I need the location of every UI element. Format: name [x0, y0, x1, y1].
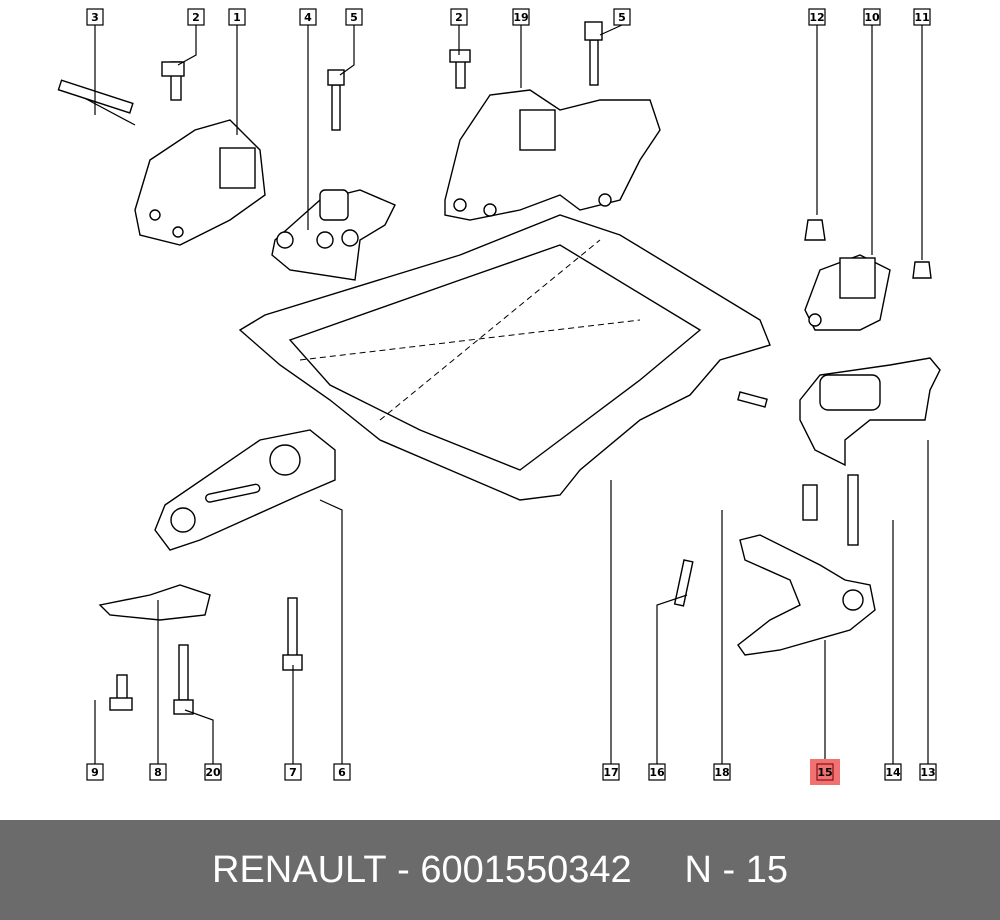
callout-label: 20	[205, 766, 221, 779]
callout-box	[863, 8, 881, 26]
callout-label: 15	[817, 766, 832, 779]
callout-box	[816, 763, 834, 781]
callout-9: 9	[86, 700, 104, 781]
callout-17: 17	[602, 480, 620, 781]
footer-separator: -	[386, 848, 421, 891]
callout-label: 2	[455, 11, 463, 24]
bracket-4	[271, 189, 396, 281]
callout-box	[204, 763, 222, 781]
callout-15: 15	[810, 640, 840, 785]
callout-box	[913, 8, 931, 26]
callout-box	[602, 763, 620, 781]
footer-part-number: 6001550342	[420, 848, 632, 891]
callout-label: 7	[289, 766, 297, 779]
callout-19: 19	[512, 8, 530, 88]
callout-box	[808, 8, 826, 26]
footer-brand: RENAULT	[212, 848, 387, 891]
callout-2: 2	[450, 8, 468, 55]
callout-7: 7	[284, 665, 302, 781]
callout-box	[333, 763, 351, 781]
callout-box	[299, 8, 317, 26]
callout-label: 8	[154, 766, 162, 779]
callout-4: 4	[299, 8, 317, 230]
footer-bar: RENAULT - 6001550342 N - 15	[0, 820, 1000, 920]
callout-18: 18	[713, 510, 731, 781]
callout-box	[450, 8, 468, 26]
callout-box	[284, 763, 302, 781]
callout-5: 5	[599, 8, 631, 36]
callout-label: 18	[714, 766, 729, 779]
callout-label: 9	[91, 766, 99, 779]
callout-box	[919, 763, 937, 781]
callout-label: 14	[885, 766, 901, 779]
callout-label: 3	[91, 11, 99, 24]
callout-box	[345, 8, 363, 26]
callout-16: 16	[648, 594, 688, 781]
callout-box	[512, 8, 530, 26]
engine-mount-1	[134, 119, 266, 246]
footer-gap	[632, 849, 685, 892]
callout-label: 10	[864, 11, 880, 24]
callout-6: 6	[319, 499, 351, 781]
callout-label: 19	[513, 11, 528, 24]
leader-line	[656, 594, 688, 764]
callout-box	[187, 8, 205, 26]
leader-line	[184, 709, 214, 764]
callout-label: 13	[920, 766, 935, 779]
callout-1: 1	[228, 8, 246, 135]
leader-line	[319, 499, 343, 764]
callout-label: 2	[192, 11, 200, 24]
footer-position: N - 15	[684, 848, 788, 891]
callout-label: 17	[603, 766, 618, 779]
leader-line	[339, 25, 355, 76]
callout-label: 4	[304, 11, 312, 24]
callout-3: 3	[86, 8, 104, 115]
torque-rod-6	[154, 429, 336, 551]
bracket-13	[799, 357, 941, 467]
callout-box	[86, 763, 104, 781]
bracket-8	[98, 584, 211, 621]
callout-8: 8	[149, 600, 167, 781]
callout-box	[149, 763, 167, 781]
gearbox-mount-10	[804, 254, 891, 331]
subframe	[238, 214, 771, 501]
callout-5: 5	[339, 8, 363, 76]
nut-12	[804, 219, 826, 241]
callout-14: 14	[884, 520, 902, 781]
callout-label: 1	[233, 11, 241, 24]
callout-label: 5	[350, 11, 358, 24]
engine-mount-19	[444, 89, 661, 221]
callout-10: 10	[863, 8, 881, 255]
leader-line	[599, 24, 623, 36]
callout-13: 13	[919, 440, 937, 781]
callout-box	[713, 763, 731, 781]
callout-box	[86, 8, 104, 26]
nut-11	[912, 261, 932, 279]
callout-label: 16	[649, 766, 665, 779]
bolts	[109, 21, 859, 715]
callout-12: 12	[808, 8, 826, 215]
callout-box	[228, 8, 246, 26]
callout-label: 11	[914, 11, 929, 24]
leader-line	[177, 25, 197, 66]
bracket-15	[737, 534, 876, 656]
callout-11: 11	[913, 8, 931, 260]
callout-box	[884, 763, 902, 781]
callout-label: 5	[618, 11, 626, 24]
callout-label: 12	[809, 11, 824, 24]
highlight-box	[810, 759, 840, 785]
callout-2: 2	[177, 8, 205, 66]
callout-label: 6	[338, 766, 346, 779]
callout-box	[613, 8, 631, 26]
callout-20: 20	[184, 709, 222, 781]
callout-box	[648, 763, 666, 781]
